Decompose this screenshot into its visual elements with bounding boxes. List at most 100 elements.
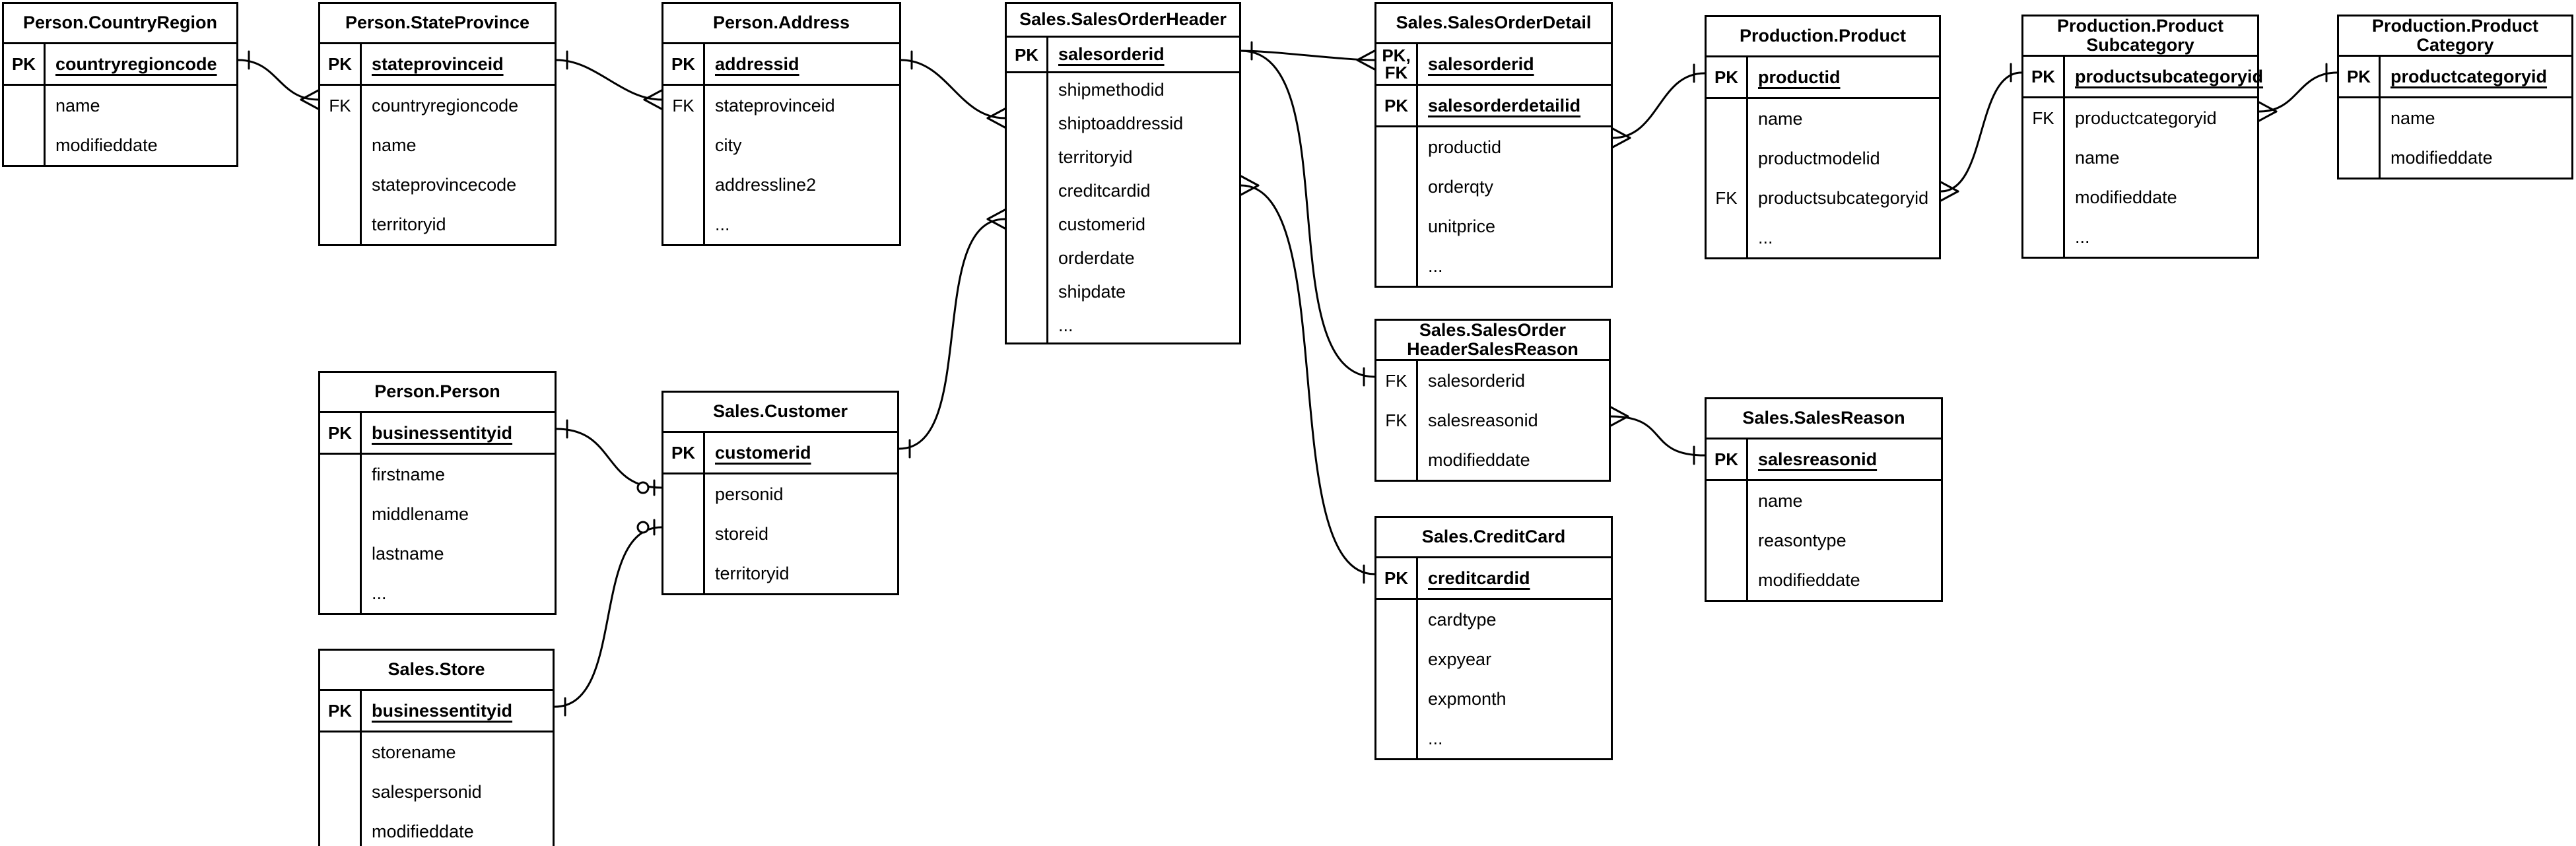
relationship-person-person--sales-customer bbox=[555, 419, 663, 496]
field-name: ... bbox=[2075, 226, 2090, 247]
crow-foot-prong bbox=[1610, 406, 1629, 418]
field-name: stateprovinceid bbox=[372, 53, 504, 74]
field-name: salesorderid bbox=[1428, 53, 1534, 74]
key-badge bbox=[1376, 719, 1418, 758]
table-title: Production.Product bbox=[1707, 17, 1939, 57]
crow-foot-prong bbox=[1356, 59, 1376, 71]
field-name: shipdate bbox=[1058, 282, 1126, 302]
key-badge bbox=[1707, 481, 1748, 521]
crow-foot-prong bbox=[300, 98, 320, 110]
table-row: reasontype bbox=[1707, 521, 1941, 560]
table-row: ... bbox=[2023, 217, 2257, 257]
table-title: Sales.CreditCard bbox=[1376, 518, 1611, 558]
key-badge bbox=[1707, 521, 1748, 560]
field-name: storename bbox=[372, 742, 456, 762]
table-row: name bbox=[1707, 99, 1939, 139]
key-badge bbox=[4, 86, 46, 125]
key-badge bbox=[1376, 600, 1418, 639]
field-name: addressid bbox=[715, 53, 799, 74]
key-badge: FK bbox=[320, 86, 362, 125]
table-title: Person.Person bbox=[320, 373, 555, 413]
relationship-edge bbox=[553, 526, 663, 708]
table-row: modifieddate bbox=[2339, 138, 2571, 178]
field-name: orderdate bbox=[1058, 248, 1135, 268]
key-badge: PK bbox=[1376, 86, 1418, 125]
crow-foot-prong bbox=[2258, 101, 2278, 113]
field-name: salesorderid bbox=[1428, 370, 1526, 391]
field-name: expyear bbox=[1428, 649, 1492, 669]
key-badge bbox=[1707, 218, 1748, 257]
table-row: ... bbox=[1376, 246, 1611, 286]
field-name: ... bbox=[372, 583, 387, 603]
key-badge bbox=[1007, 174, 1048, 208]
field-name: creditcardid bbox=[1428, 568, 1530, 588]
field-name: addressline2 bbox=[715, 174, 817, 195]
crow-foot-prong bbox=[1940, 181, 1959, 193]
key-badge bbox=[1707, 139, 1748, 178]
field-name: reasontype bbox=[1758, 530, 1847, 550]
key-badge bbox=[320, 205, 362, 244]
field-name: countryregioncode bbox=[55, 53, 217, 74]
table-row: expyear bbox=[1376, 639, 1611, 679]
crow-foot-prong bbox=[1356, 49, 1376, 61]
table-row: stateprovincecode bbox=[320, 165, 555, 205]
table-row: customerid bbox=[1007, 208, 1239, 242]
table-title: Person.Address bbox=[663, 4, 899, 44]
table-row: productmodelid bbox=[1707, 139, 1939, 178]
key-badge bbox=[1007, 242, 1048, 275]
field-name: cardtype bbox=[1428, 609, 1497, 630]
table-row: orderqty bbox=[1376, 167, 1611, 207]
key-badge bbox=[1376, 207, 1418, 246]
key-badge bbox=[2339, 98, 2381, 138]
key-badge bbox=[1007, 107, 1048, 141]
relationship-production-productsubcategory--production-productcategory bbox=[2258, 63, 2338, 122]
field-name: orderqty bbox=[1428, 176, 1494, 197]
field-name: ... bbox=[1058, 315, 1073, 335]
table-title: Production.Product Subcategory bbox=[2023, 16, 2257, 57]
table-row: ... bbox=[1007, 309, 1239, 342]
field-name: customerid bbox=[715, 442, 811, 463]
field-name: name bbox=[2390, 108, 2435, 128]
key-badge: PK bbox=[2023, 57, 2065, 96]
field-name: productcategoryid bbox=[2075, 108, 2217, 128]
field-name: name bbox=[2075, 147, 2120, 168]
table-row: personid bbox=[663, 474, 897, 514]
key-badge bbox=[663, 474, 705, 514]
table-row: modifieddate bbox=[1707, 560, 1941, 600]
relationship-sales-salesorderheader--sales-creditcard bbox=[1240, 175, 1376, 584]
relationship-edge bbox=[1611, 72, 1706, 139]
key-badge bbox=[1707, 560, 1748, 600]
table-row: city bbox=[663, 125, 899, 165]
